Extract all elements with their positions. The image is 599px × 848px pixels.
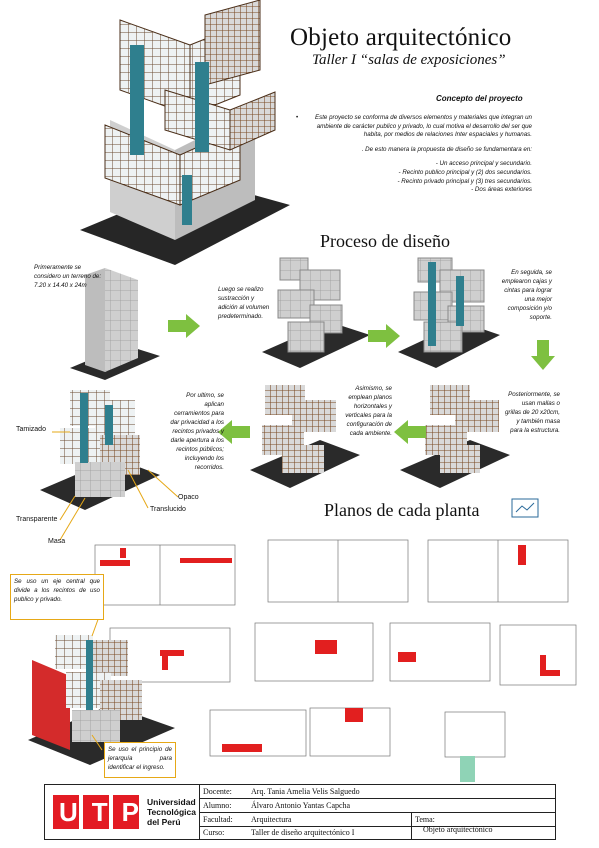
concept-paragraph-2: . De esto manera la propuesta de diseño … [361, 145, 532, 153]
plans-heading: Planos de cada planta [324, 500, 480, 520]
process-step-4: Posteriormente, se usan mallas o grillas… [504, 391, 560, 434]
bullet-icon: • [296, 114, 299, 121]
curso-value: Taller de diseño arquitectónico I [251, 828, 355, 837]
concept-heading: Concepto del proyecto [436, 94, 523, 103]
tema-label: Tema: [415, 815, 435, 824]
hero-render [80, 0, 290, 265]
label-translucido: Translucido [150, 506, 186, 513]
note-axis: Se uso un eje central que divide a los r… [10, 574, 104, 620]
step5-volume [250, 385, 360, 488]
process-heading: Proceso de diseño [320, 231, 450, 251]
concept-body: • Este proyecto se conforma de diversos … [296, 114, 532, 195]
process-arrows [168, 314, 555, 444]
alumno-value: Álvaro Antonio Yantas Capcha [251, 801, 351, 810]
utp-logo-text: UTP [59, 797, 153, 827]
concept-item: - Recinto publico principal y (2) dos se… [398, 168, 532, 176]
label-opaco: Opaco [178, 494, 199, 501]
docente-value: Arq. Tania Amelia Velis Salguedo [251, 787, 360, 796]
process-step-1: Primeramente se considero un terreno de:… [34, 264, 102, 289]
concept-item: - Un acceso principal y secundario. [435, 160, 532, 168]
step2-volume [262, 257, 370, 368]
page-subtitle: Taller I “salas de exposiciones” [312, 52, 506, 68]
floor-plan-fills [100, 545, 560, 782]
footer-table: UTP Universidad Tecnológica del Perú Doc… [44, 784, 556, 840]
university-line: Tecnológica [147, 807, 196, 817]
note-hierarchy: Se uso el principio de jerarquía para id… [104, 742, 176, 778]
process-step-6: Por ultimo, se aplican cerramientos para… [170, 392, 224, 471]
step6-volume [40, 390, 179, 541]
facultad-value: Arquitectura [251, 815, 292, 824]
alumno-label: Alumno: [203, 801, 232, 810]
step4-volume [400, 385, 510, 488]
label-transparente: Transparente [16, 516, 58, 523]
facultad-label: Facultad: [203, 815, 233, 824]
tema-value: Objeto arquitectónico [423, 825, 493, 834]
concept-item: - Recinto privado principal y (3) tres s… [397, 177, 532, 185]
zoning-render [28, 613, 175, 765]
utp-logo: UTP [53, 795, 139, 829]
process-step-3: En seguida, se emplearon cajas y cintas … [501, 269, 552, 321]
label-tamizado: Tamizado [16, 426, 46, 433]
curso-label: Curso: [203, 828, 225, 837]
page-title: Objeto arquitectónico [290, 24, 512, 51]
concept-paragraph-1: Este proyecto se conforma de diversos el… [314, 114, 532, 139]
process-step-5: Asimismo, se emplean planos horizontales… [345, 385, 392, 437]
step3-volume [398, 257, 500, 368]
docente-label: Docente: [203, 787, 232, 796]
plan-icon [511, 498, 539, 518]
process-step-2: Luego se realizo sustracción y adición a… [218, 286, 270, 320]
university-name: Universidad Tecnológica del Perú [147, 797, 196, 827]
label-masa: Masa [48, 538, 66, 545]
step1-volume [70, 268, 160, 380]
university-line: del Perú [147, 817, 181, 827]
concept-item: - Dos áreas exteriores [471, 186, 532, 194]
university-line: Universidad [147, 797, 196, 807]
